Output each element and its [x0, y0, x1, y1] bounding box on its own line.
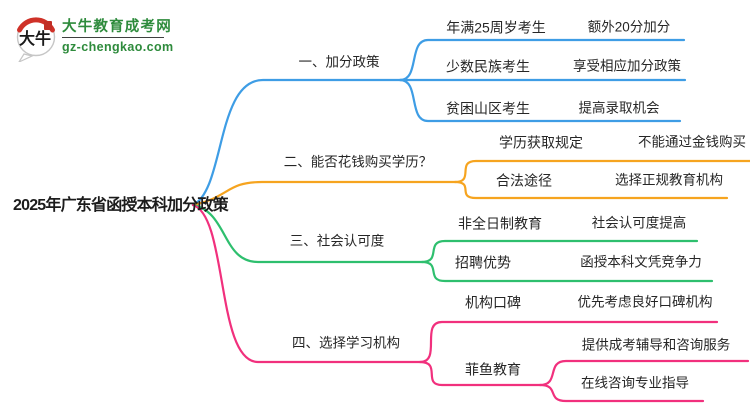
branch-3-spine [191, 203, 424, 264]
branch-1-sub-3-detail: 提高录取机会 [578, 100, 660, 116]
branch-1-child-3-line [398, 78, 682, 123]
branch-2-label: 二、能否花钱购买学历？ [283, 154, 433, 170]
branch-4-lines [191, 203, 750, 403]
branch-4-sub-1-label: 机构口碑 [465, 294, 521, 311]
site-logo: 大牛 大牛教育成考网 gz-chengkao.com [12, 10, 182, 62]
branch-3-child-2-line [420, 260, 714, 283]
branch-2-sub-2-detail: 选择正规教育机构 [615, 172, 723, 188]
branch-4-sub-2-label: 菲鱼教育 [465, 361, 521, 378]
branch-3-sub-1-detail: 社会认可度提高 [591, 215, 687, 231]
branch-2-sub-1-detail: 不能通过金钱购买 [638, 134, 746, 150]
branch-4-sub-2-detail-1: 提供成考辅导和咨询服务 [581, 337, 731, 353]
logo-bull-seal-icon: 大牛 [16, 17, 56, 62]
branch-2-lines [191, 159, 750, 207]
logo-mark-text: 大牛 [19, 29, 51, 48]
branch-2-child-2-line [453, 180, 729, 200]
logo-title: 大牛教育成考网 [62, 19, 172, 35]
branch-1-sub-1-label: 年满25周岁考生 [446, 19, 546, 36]
branch-1-child-1-line [398, 38, 686, 82]
logo-site-url: gz-chengkao.com [62, 40, 174, 54]
branch-2-child-1-line [453, 159, 750, 184]
branch-2-sub-2-label: 合法途径 [496, 172, 552, 189]
branch-4-grandchild-1-line [538, 359, 750, 387]
branch-4-label: 四、选择学习机构 [292, 335, 400, 351]
branch-1-sub-2-detail: 享受相应加分政策 [573, 58, 681, 74]
branch-1-label: 一、加分政策 [298, 54, 380, 70]
branch-1-sub-1-detail: 额外20分加分 [587, 19, 671, 35]
branch-1-sub-2-label: 少数民族考生 [446, 58, 530, 75]
branch-4-grandchild-2-line [538, 383, 705, 403]
branch-3-lines [191, 203, 714, 283]
branch-4-child-2-line [418, 360, 542, 387]
branch-2-spine [191, 180, 457, 207]
branch-4-child-1-line [418, 320, 719, 364]
branch-4-spine [191, 203, 422, 364]
branch-4-sub-1-detail: 优先考虑良好口碑机构 [577, 294, 713, 310]
branch-3-sub-2-detail: 函授本科文凭竞争力 [580, 254, 702, 270]
branch-3-child-1-line [420, 239, 699, 264]
branch-3-label: 三、社会认可度 [289, 233, 385, 249]
central-topic: 2025年广东省函授本科加分政策 [13, 197, 229, 215]
branch-1-spine [191, 78, 402, 207]
branch-3-sub-2-label: 招聘优势 [455, 254, 511, 271]
logo-divider [62, 37, 164, 38]
branch-1-lines [191, 38, 687, 207]
branch-3-sub-1-label: 非全日制教育 [458, 215, 542, 232]
branch-4-sub-2-detail-2: 在线咨询专业指导 [581, 375, 689, 391]
branch-2-sub-1-label: 学历获取规定 [499, 134, 583, 151]
branch-1-sub-3-label: 贫困山区考生 [446, 100, 530, 117]
